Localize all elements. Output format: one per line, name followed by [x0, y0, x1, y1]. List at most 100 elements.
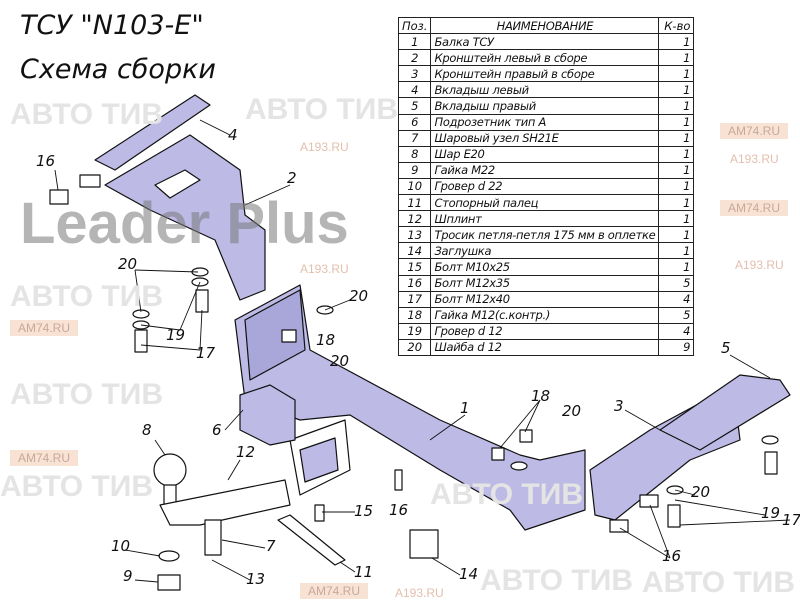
insert-right	[659, 374, 791, 451]
row-name: Вкладыш левый	[430, 81, 660, 99]
insert-left	[94, 94, 211, 171]
row-qty: 1	[658, 33, 695, 51]
row-pos: 3	[397, 65, 432, 83]
watermark-site: A193.RU	[730, 152, 779, 166]
callout-number: 8	[142, 421, 152, 439]
row-name: Гровер d 22	[430, 177, 660, 196]
watermark-brand: АВТО ТИВ	[642, 566, 795, 599]
row-name: Шплинт	[430, 210, 660, 228]
watermark-brand: АВТО ТИВ	[245, 93, 398, 126]
callout-number: 13	[246, 570, 266, 588]
row-pos: 17	[397, 290, 432, 308]
spring-washer-22	[158, 550, 180, 562]
leader-lines	[54, 119, 791, 583]
callout-number: 18	[316, 331, 336, 349]
row-pos: 16	[397, 274, 432, 292]
row-name: Кронштейн левый в сборе	[430, 49, 660, 67]
row-pos: 5	[397, 97, 432, 115]
watermark-site: AM74.RU	[300, 583, 369, 599]
callout-number: 6	[212, 421, 222, 439]
callout-number: 16	[662, 547, 682, 565]
header-qty: К-во	[658, 16, 695, 35]
watermark-site: AM74.RU	[720, 200, 789, 216]
socket-plate	[239, 384, 296, 446]
row-name: Тросик петля-петля 175 мм в оплетке	[430, 226, 660, 244]
watermark-brand: АВТО ТИВ	[480, 564, 633, 597]
row-qty: 1	[658, 258, 695, 276]
callout-number: 3	[614, 397, 624, 415]
callout-number: 2	[287, 169, 297, 187]
ball-mount	[159, 479, 291, 526]
row-pos: 12	[397, 210, 432, 228]
row-qty: 9	[658, 338, 695, 356]
row-qty: 1	[658, 210, 695, 228]
row-pos: 18	[397, 306, 432, 324]
row-qty: 1	[658, 81, 695, 99]
row-qty: 1	[658, 49, 695, 67]
callout-number: 17	[196, 344, 216, 362]
row-qty: 1	[658, 161, 695, 179]
row-qty: 1	[658, 194, 695, 212]
ball-mount-tab	[204, 519, 222, 556]
callout-number: 18	[531, 387, 551, 405]
row-name: Гровер d 12	[430, 322, 660, 340]
row-pos: 7	[397, 129, 432, 147]
drawing-subtitle: Схема сборки	[20, 54, 216, 85]
watermark-site: A193.RU	[735, 258, 784, 272]
row-qty: 1	[658, 242, 695, 260]
row-name: Балка ТСУ	[430, 33, 660, 51]
row-pos: 15	[397, 258, 432, 276]
tow-ball	[153, 453, 187, 487]
watermark-site: AM74.RU	[720, 123, 789, 139]
watermark-overlay: Leader Plus	[20, 191, 349, 256]
watermark-site: AM74.RU	[10, 450, 79, 466]
callout-number: 15	[354, 502, 374, 520]
watermark-site: A193.RU	[300, 140, 349, 154]
row-name: Шайба d 12	[430, 338, 660, 356]
row-name: Гайка М22	[430, 161, 660, 179]
row-qty: 4	[658, 290, 695, 308]
watermark-brand: АВТО ТИВ	[10, 378, 163, 411]
row-name: Подрозетник тип А	[430, 113, 660, 131]
plug	[409, 529, 439, 559]
row-pos: 14	[397, 242, 432, 260]
nut-m22	[157, 574, 181, 591]
row-pos: 10	[397, 177, 432, 196]
watermark-site: A193.RU	[300, 262, 349, 276]
watermark-brand: АВТО ТИВ	[10, 98, 163, 131]
header-pos: Поз.	[397, 16, 432, 35]
row-name: Гайка М12(с.контр.)	[430, 306, 660, 324]
row-pos: 2	[397, 49, 432, 67]
watermark-site: AM74.RU	[10, 320, 79, 336]
callout-number: 20	[691, 483, 711, 501]
row-name: Стопорный палец	[430, 194, 660, 212]
callout-number: 16	[36, 152, 56, 170]
row-qty: 1	[658, 97, 695, 115]
receiver-opening	[299, 437, 339, 483]
row-name: Кронштейн правый в сборе	[430, 65, 660, 83]
callout-number: 5	[721, 339, 731, 357]
header-name: НАИМЕНОВАНИЕ	[430, 16, 660, 35]
row-qty: 1	[658, 129, 695, 147]
bracket-left	[104, 134, 266, 301]
callout-number: 12	[236, 443, 256, 461]
callout-number: 7	[266, 537, 276, 555]
row-qty: 1	[658, 177, 695, 196]
row-qty: 1	[658, 65, 695, 83]
row-qty: 5	[658, 274, 695, 292]
beam-side-plate	[244, 289, 306, 381]
callout-number: 16	[389, 501, 409, 519]
row-name: Болт М12x40	[430, 290, 660, 308]
